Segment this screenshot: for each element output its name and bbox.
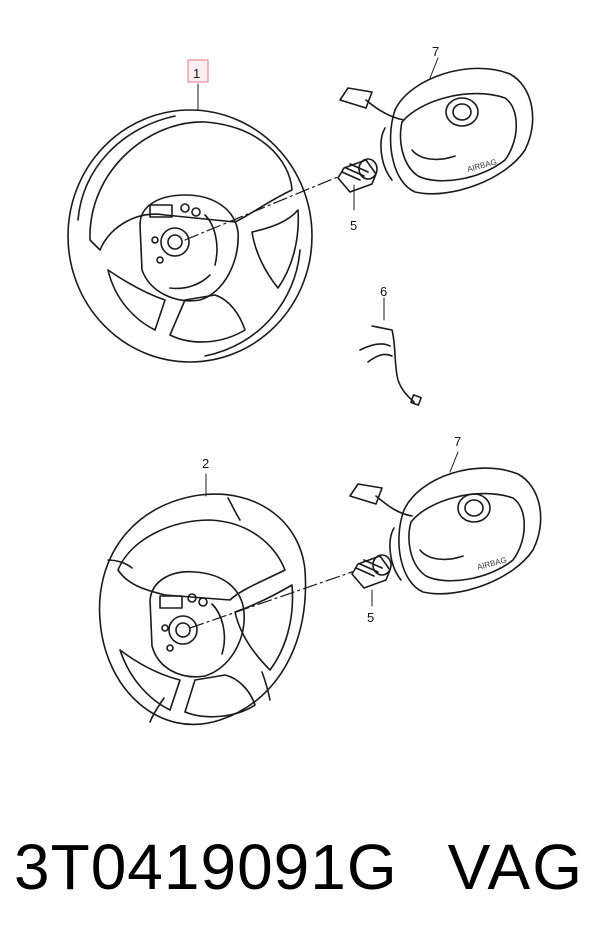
- airbag-label-top: AIRBAG: [466, 157, 498, 174]
- part-number: 3T0419091G: [14, 831, 398, 903]
- bolt-top: [337, 158, 378, 193]
- exploded-parts-diagram: AIRBAG 1 7 5 6: [67, 44, 542, 726]
- bolt-bottom: [351, 554, 392, 589]
- callout-1-highlight: [187, 59, 209, 83]
- callout-1: 1: [193, 66, 200, 81]
- callout-5-top: 5: [350, 218, 357, 233]
- caption-bar: 3T0419091G VAG: [0, 812, 600, 922]
- wiring-harness: [359, 325, 422, 406]
- airbag-bottom: AIRBAG: [349, 467, 542, 595]
- leader-lines-bottom: [205, 451, 459, 607]
- callout-7-bottom: 7: [454, 434, 461, 449]
- steering-wheel-top: [67, 109, 313, 363]
- brand-label: VAG: [447, 831, 584, 903]
- leader-lines-top: [197, 57, 439, 321]
- assembly-axis-line-bottom: [189, 571, 353, 629]
- callout-6: 6: [380, 284, 387, 299]
- steering-wheel-bottom: [98, 493, 307, 726]
- callout-5-bottom: 5: [367, 610, 374, 625]
- callout-7-top: 7: [432, 44, 439, 59]
- callout-2: 2: [202, 456, 209, 471]
- airbag-label-bottom: AIRBAG: [476, 555, 508, 572]
- airbag-top: AIRBAG: [339, 67, 534, 195]
- assembly-axis-line: [184, 175, 341, 241]
